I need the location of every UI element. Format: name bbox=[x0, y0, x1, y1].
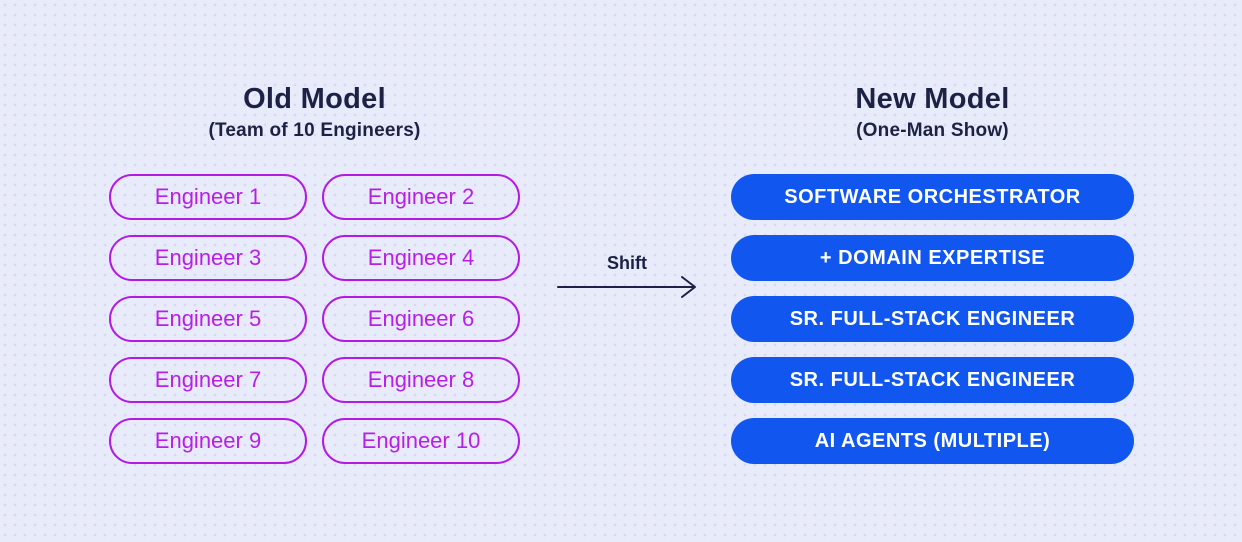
new-model-panel: New Model (One-Man Show) SOFTWARE ORCHES… bbox=[731, 83, 1134, 464]
role-pill: AI AGENTS (MULTIPLE) bbox=[731, 418, 1134, 464]
engineer-pill: Engineer 3 bbox=[109, 235, 307, 281]
engineer-pill: Engineer 8 bbox=[322, 357, 520, 403]
role-pill: SR. FULL-STACK ENGINEER bbox=[731, 296, 1134, 342]
engineer-pill: Engineer 1 bbox=[109, 174, 307, 220]
engineer-pill: Engineer 9 bbox=[109, 418, 307, 464]
role-pill: + DOMAIN EXPERTISE bbox=[731, 235, 1134, 281]
shift-arrow-group: Shift bbox=[557, 252, 697, 300]
engineer-pill-grid: Engineer 1 Engineer 2 Engineer 3 Enginee… bbox=[109, 174, 520, 464]
old-model-title: Old Model bbox=[243, 83, 386, 115]
engineer-pill: Engineer 7 bbox=[109, 357, 307, 403]
right-arrow-icon bbox=[557, 276, 696, 298]
new-model-title: New Model bbox=[855, 83, 1010, 115]
role-pill: SR. FULL-STACK ENGINEER bbox=[731, 357, 1134, 403]
engineer-pill: Engineer 6 bbox=[322, 296, 520, 342]
old-model-panel: Old Model (Team of 10 Engineers) Enginee… bbox=[109, 83, 520, 464]
role-pill-stack: SOFTWARE ORCHESTRATOR + DOMAIN EXPERTISE… bbox=[731, 174, 1134, 464]
engineer-pill: Engineer 4 bbox=[322, 235, 520, 281]
new-model-subtitle: (One-Man Show) bbox=[856, 119, 1009, 141]
engineer-pill: Engineer 2 bbox=[322, 174, 520, 220]
engineer-pill: Engineer 5 bbox=[109, 296, 307, 342]
engineer-pill: Engineer 10 bbox=[322, 418, 520, 464]
shift-label: Shift bbox=[607, 253, 647, 273]
old-model-subtitle: (Team of 10 Engineers) bbox=[208, 119, 421, 141]
role-pill: SOFTWARE ORCHESTRATOR bbox=[731, 174, 1134, 220]
